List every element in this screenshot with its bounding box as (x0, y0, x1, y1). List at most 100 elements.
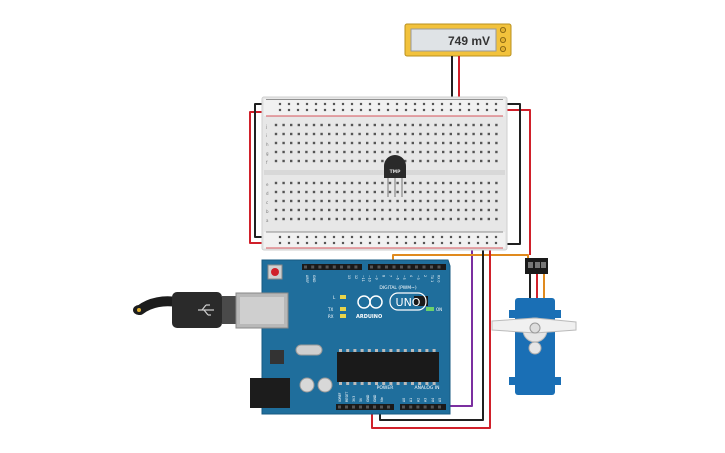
rail-hole[interactable] (296, 102, 300, 106)
breadboard-hole[interactable] (434, 132, 437, 136)
breadboard-hole[interactable] (495, 132, 498, 136)
rail-hole[interactable] (485, 235, 489, 239)
rail-hole[interactable] (476, 102, 480, 106)
digital-header-right[interactable] (368, 264, 446, 270)
breadboard-hole[interactable] (366, 199, 369, 203)
breadboard-hole[interactable] (464, 150, 468, 154)
rail-hole[interactable] (449, 241, 453, 245)
breadboard-hole[interactable] (290, 123, 293, 127)
rail-hole[interactable] (458, 108, 462, 112)
breadboard-hole[interactable] (290, 208, 293, 212)
breadboard-hole[interactable] (434, 181, 437, 185)
breadboard-hole[interactable] (419, 190, 422, 194)
rail-hole[interactable] (314, 108, 318, 112)
breadboard-hole[interactable] (297, 123, 300, 127)
rail-jumper-black-left[interactable] (254, 103, 262, 238)
breadboard-hole[interactable] (381, 150, 384, 154)
breadboard-hole[interactable] (464, 132, 468, 136)
breadboard-hole[interactable] (442, 181, 445, 185)
breadboard-hole[interactable] (434, 217, 437, 221)
breadboard-hole[interactable] (373, 181, 376, 185)
breadboard-hole[interactable] (411, 208, 414, 212)
breadboard-hole[interactable] (305, 181, 308, 185)
breadboard-hole[interactable] (495, 141, 498, 145)
rail-hole[interactable] (449, 235, 453, 239)
breadboard-hole[interactable] (312, 159, 316, 163)
breadboard-hole[interactable] (472, 190, 475, 194)
breadboard-hole[interactable] (487, 150, 490, 154)
breadboard-hole[interactable] (343, 208, 346, 212)
breadboard-hole[interactable] (419, 208, 422, 212)
breadboard-hole[interactable] (419, 159, 422, 163)
breadboard-hole[interactable] (442, 217, 445, 221)
breadboard-hole[interactable] (487, 123, 490, 127)
rail-hole[interactable] (296, 241, 300, 245)
breadboard-hole[interactable] (472, 123, 475, 127)
breadboard-hole[interactable] (290, 199, 293, 203)
breadboard-hole[interactable] (381, 208, 384, 212)
breadboard-hole[interactable] (480, 199, 483, 203)
multimeter[interactable]: 749 mV (404, 23, 512, 57)
breadboard-hole[interactable] (358, 159, 361, 163)
rail-hole[interactable] (287, 241, 291, 245)
breadboard-hole[interactable] (335, 199, 338, 203)
breadboard-hole[interactable] (396, 141, 399, 145)
breadboard-hole[interactable] (388, 217, 392, 221)
breadboard-hole[interactable] (373, 123, 376, 127)
breadboard-hole[interactable] (312, 141, 316, 145)
breadboard-hole[interactable] (396, 150, 399, 154)
breadboard-hole[interactable] (343, 159, 346, 163)
breadboard-hole[interactable] (290, 217, 293, 221)
breadboard-hole[interactable] (388, 141, 392, 145)
rail-hole[interactable] (404, 102, 408, 106)
breadboard-hole[interactable] (487, 159, 490, 163)
breadboard-hole[interactable] (426, 123, 430, 127)
rail-hole[interactable] (485, 241, 489, 245)
breadboard-hole[interactable] (396, 123, 399, 127)
breadboard-hole[interactable] (426, 150, 430, 154)
rail-hole[interactable] (314, 241, 318, 245)
rail-jumper-black-right[interactable] (500, 103, 521, 245)
breadboard-hole[interactable] (350, 123, 354, 127)
breadboard-hole[interactable] (350, 150, 354, 154)
rail-hole[interactable] (467, 235, 471, 239)
breadboard-hole[interactable] (472, 217, 475, 221)
breadboard-hole[interactable] (404, 123, 407, 127)
breadboard-hole[interactable] (404, 132, 407, 136)
breadboard-hole[interactable] (426, 159, 430, 163)
breadboard-hole[interactable] (358, 132, 361, 136)
breadboard-hole[interactable] (480, 181, 483, 185)
breadboard-hole[interactable] (290, 190, 293, 194)
breadboard-hole[interactable] (426, 181, 430, 185)
breadboard-hole[interactable] (449, 150, 452, 154)
breadboard-hole[interactable] (312, 217, 316, 221)
breadboard-hole[interactable] (457, 190, 460, 194)
breadboard-hole[interactable] (305, 132, 308, 136)
rail-hole[interactable] (476, 235, 480, 239)
breadboard-hole[interactable] (320, 150, 323, 154)
breadboard-hole[interactable] (495, 159, 498, 163)
breadboard-hole[interactable] (396, 132, 399, 136)
breadboard-hole[interactable] (495, 150, 498, 154)
rail-hole[interactable] (467, 241, 471, 245)
rail-hole[interactable] (386, 241, 390, 245)
rail-hole[interactable] (395, 102, 399, 106)
rail-hole[interactable] (350, 241, 354, 245)
breadboard-hole[interactable] (472, 150, 475, 154)
breadboard-hole[interactable] (320, 190, 323, 194)
rail-hole[interactable] (359, 102, 363, 106)
breadboard-hole[interactable] (328, 123, 331, 127)
breadboard-hole[interactable] (381, 190, 384, 194)
rail-hole[interactable] (413, 235, 417, 239)
breadboard-hole[interactable] (335, 217, 338, 221)
breadboard-hole[interactable] (274, 181, 278, 185)
breadboard-hole[interactable] (335, 150, 338, 154)
rail-hole[interactable] (287, 102, 291, 106)
breadboard-hole[interactable] (350, 132, 354, 136)
breadboard-hole[interactable] (312, 190, 316, 194)
breadboard-hole[interactable] (282, 159, 285, 163)
breadboard-hole[interactable] (328, 159, 331, 163)
breadboard-hole[interactable] (464, 141, 468, 145)
breadboard-hole[interactable] (366, 159, 369, 163)
breadboard-hole[interactable] (320, 159, 323, 163)
